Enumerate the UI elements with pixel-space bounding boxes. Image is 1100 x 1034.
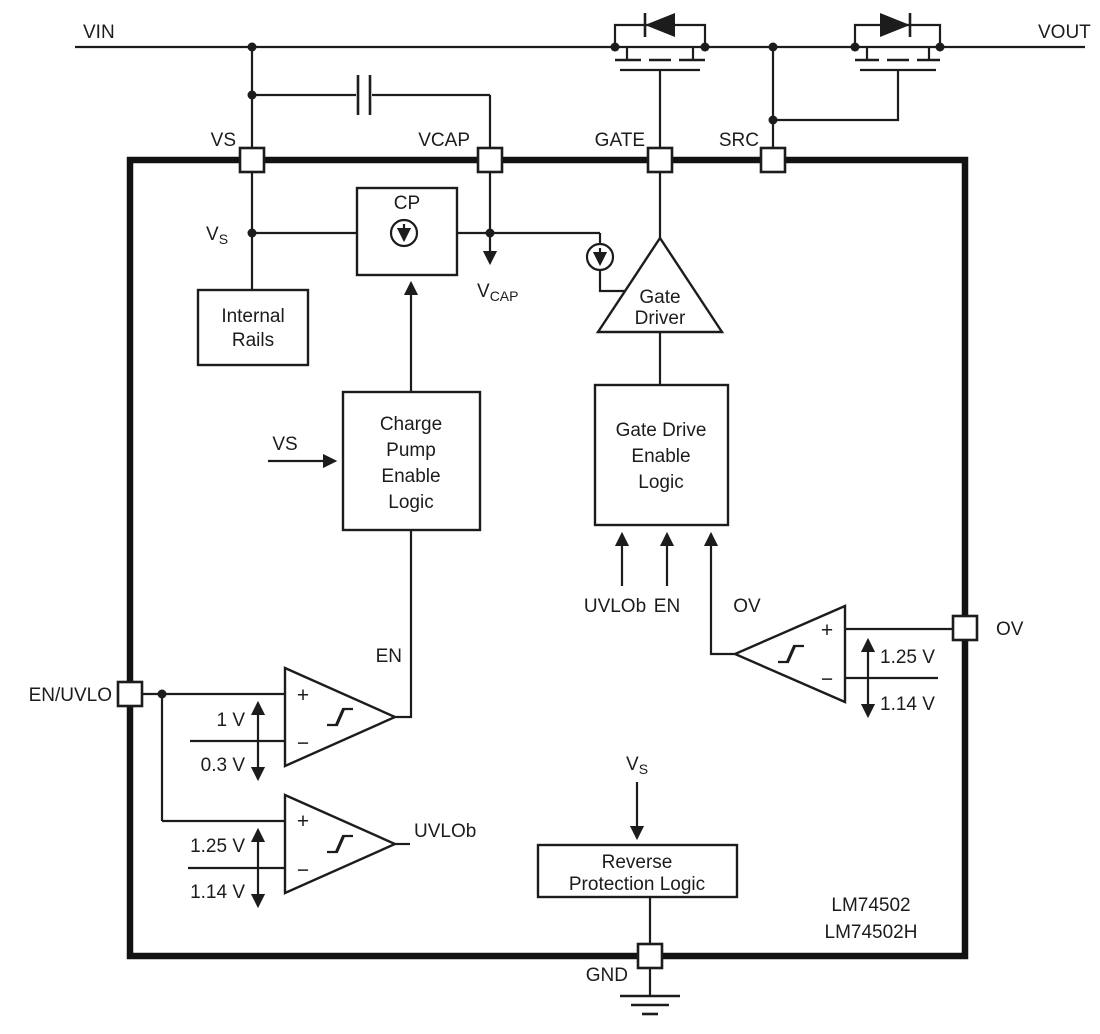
en-falling-threshold: 0.3 V — [201, 755, 246, 776]
part-name-1: LM74502 — [831, 895, 910, 916]
gate-drive-enable-label-1: Gate Drive — [616, 420, 707, 441]
en-net-wire — [395, 530, 413, 719]
chip-boundary — [126, 156, 969, 960]
reverse-protection-block — [536, 843, 739, 899]
cp-current-source-symbol — [389, 218, 419, 248]
gate-drive-enable-label-2: Enable — [631, 446, 690, 467]
pin-gnd-label: GND — [586, 965, 628, 986]
charge-pump-enable-label-4: Logic — [388, 492, 433, 513]
gate-driver-label-2: Driver — [635, 308, 686, 329]
hysteresis-icon — [778, 644, 804, 664]
reverse-protection-label-2: Protection Logic — [569, 874, 705, 895]
charge-pump-enable-label-3: Enable — [381, 466, 440, 487]
charge-pump-enable-label-1: Charge — [380, 414, 442, 435]
vin-label: VIN — [83, 22, 115, 43]
ov-input-arrow — [703, 531, 735, 656]
internal-rails-label-2: Rails — [232, 330, 274, 351]
junction-dots — [157, 42, 945, 699]
gate-drive-enable-block — [593, 383, 730, 527]
internal-rails-block — [196, 288, 310, 367]
gate-current-source-symbol — [585, 242, 615, 272]
pin-ov — [951, 614, 979, 642]
hysteresis-icon — [327, 834, 353, 854]
pin-src — [759, 146, 787, 174]
power-rail-wires — [75, 45, 1085, 148]
pin-vs-label: VS — [211, 130, 236, 151]
mosfet2-symbol — [773, 13, 942, 122]
reverse-protection-label-1: Reverse — [602, 852, 673, 873]
pin-vcap — [476, 146, 504, 174]
ov-falling-threshold: 1.14 V — [880, 694, 935, 715]
pin-gnd — [636, 942, 664, 970]
body-diode2-icon — [880, 13, 910, 37]
ov-comparator-plus: + — [821, 619, 833, 642]
internal-wires — [142, 172, 953, 944]
en-rising-threshold: 1 V — [216, 710, 245, 731]
charge-pump-enable-block — [341, 390, 482, 532]
cp-block-label: CP — [394, 193, 420, 214]
vs-reverse-net-label: VS — [626, 754, 648, 777]
vs-input-label: VS — [272, 434, 297, 455]
uvlo-falling-threshold: 1.14 V — [190, 882, 245, 903]
gate-drive-enable-label-3: Logic — [638, 472, 683, 493]
pin-en-uvlo — [116, 680, 144, 708]
en-comparator-plus: + — [297, 684, 309, 707]
charge-pump-enable-label-2: Pump — [386, 440, 436, 461]
pin-en-uvlo-label: EN/UVLO — [29, 685, 112, 706]
fet2-gate-lead — [773, 70, 900, 122]
vcap-capacitor-symbol — [356, 75, 372, 115]
ov-rising-threshold: 1.25 V — [880, 647, 935, 668]
gate-driver-label-1: Gate — [639, 287, 680, 308]
ov-comparator-minus: − — [821, 668, 833, 691]
en-comparator-minus: − — [297, 732, 309, 755]
pin-vcap-label: VCAP — [418, 130, 470, 151]
body-diode1-icon — [645, 13, 675, 37]
pin-src-label: SRC — [719, 130, 759, 151]
vout-label: VOUT — [1038, 22, 1091, 43]
uvlob-output-label: UVLOb — [414, 821, 476, 842]
uvlo-comparator-minus: − — [297, 859, 309, 882]
uvlo-rising-threshold: 1.25 V — [190, 836, 245, 857]
pin-vs — [238, 146, 266, 174]
uvlo-comparator-plus: + — [297, 810, 309, 833]
hysteresis-icon — [327, 707, 353, 727]
pin-ov-label: OV — [996, 619, 1024, 640]
en-input-label: EN — [654, 596, 680, 617]
vcap-internal-net-label: VCAP — [477, 281, 518, 304]
en-net-label: EN — [376, 646, 402, 667]
gate-driver-triangle — [595, 235, 725, 334]
ov-input-label: OV — [733, 596, 761, 617]
pin-gate — [646, 146, 674, 174]
pin-gate-label: GATE — [595, 130, 645, 151]
mosfet1-symbol — [613, 13, 707, 148]
part-name-2: LM74502H — [825, 922, 918, 943]
internal-rails-label-1: Internal — [221, 306, 284, 327]
ground-symbol — [620, 968, 680, 1016]
vs-internal-net-label: VS — [206, 224, 228, 247]
uvlob-input-label: UVLOb — [584, 596, 646, 617]
